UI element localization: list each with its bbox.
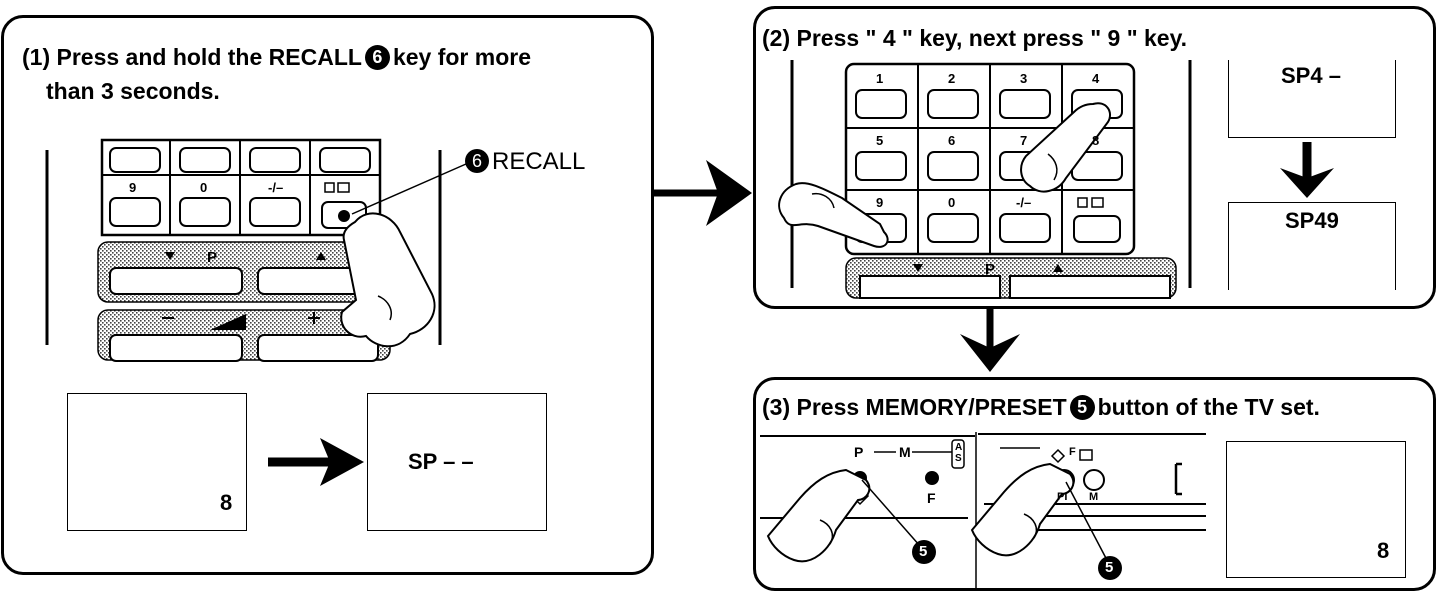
preset-badge-icon: 5: [1069, 395, 1095, 420]
screen-sp49-value: SP49: [1285, 208, 1339, 233]
tv-f-label-2: F: [1069, 446, 1076, 458]
screen-after: SP – –: [367, 393, 547, 531]
key-9: 9: [129, 180, 137, 195]
callout-5-left: 5: [919, 543, 928, 560]
tv-as-label: A S: [955, 442, 962, 464]
screen-after-value: SP – –: [408, 449, 474, 474]
key-2: 2: [948, 71, 956, 86]
key-4: 4: [1092, 71, 1100, 86]
screen-before-value: 8: [220, 490, 233, 515]
screen-sp4-value: SP4 –: [1281, 63, 1341, 88]
key-3: 3: [1020, 71, 1028, 86]
tv-m-label-2: M: [1089, 491, 1099, 503]
screen-sp49: SP49: [1228, 202, 1396, 290]
step1-title-text-2: key for more: [392, 44, 531, 70]
key-7: 7: [1020, 133, 1028, 148]
screen-step3: 8: [1226, 441, 1406, 578]
key-6: 6: [948, 133, 956, 148]
step3-title-text-2: button of the TV set.: [1097, 394, 1320, 420]
key-0b: 0: [948, 195, 956, 210]
screen-step3-value: 8: [1377, 538, 1390, 563]
screen-before: 8: [67, 393, 247, 531]
p-label: P: [207, 249, 218, 266]
callout-5-mid: 5: [1105, 559, 1114, 576]
step1-title-line2: than 3 seconds.: [46, 78, 220, 104]
recall-label: RECALL: [492, 148, 586, 175]
tv-p-label: P: [854, 444, 864, 460]
recall-callout-badge-icon: 6: [465, 149, 489, 173]
key-0: 0: [200, 180, 208, 195]
step2-title: (2) Press " 4 " key, next press " 9 " ke…: [762, 25, 1188, 51]
key-dash: -/–: [268, 180, 284, 195]
tv-m-label: M: [899, 444, 911, 460]
key-9b: 9: [876, 195, 884, 210]
key-8: 8: [1092, 133, 1100, 148]
step1-title-text: (1) Press and hold the RECALL: [22, 44, 362, 70]
screen-sp4: SP4 –: [1228, 60, 1396, 138]
key-dash-b: -/–: [1016, 195, 1032, 210]
tv-pi-label: PI: [1057, 491, 1068, 503]
recall-badge-icon: 6: [364, 45, 390, 70]
key-1: 1: [876, 71, 884, 86]
key-5: 5: [876, 133, 884, 148]
tv-f-label: F: [927, 490, 936, 506]
p-label-2: P: [985, 261, 996, 278]
step3-title-text: (3) Press MEMORY/PRESET: [762, 394, 1067, 420]
